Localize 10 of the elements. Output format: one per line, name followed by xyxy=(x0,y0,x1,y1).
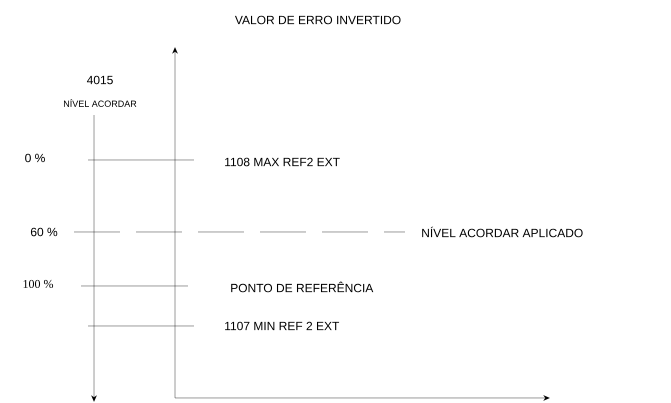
percent-label: 0 % xyxy=(25,154,45,162)
percent-label: 100 % xyxy=(24,280,54,288)
parameter-number: 4015 xyxy=(86,76,113,84)
level-label: 1107 MIN REF 2 EXT xyxy=(225,322,340,330)
level-label: PONTO DE REFERÊNCIA xyxy=(231,282,374,292)
level-label: 1108 MAX REF2 EXT xyxy=(225,158,340,166)
level-label: NÍVEL ACORDAR APLICADO xyxy=(422,226,583,238)
axis-label: VALOR DE ERRO INVERTIDO xyxy=(234,16,401,24)
axis-label: NÍVEL ACORDAR xyxy=(64,99,136,107)
percent-label: 60 % xyxy=(30,228,58,236)
